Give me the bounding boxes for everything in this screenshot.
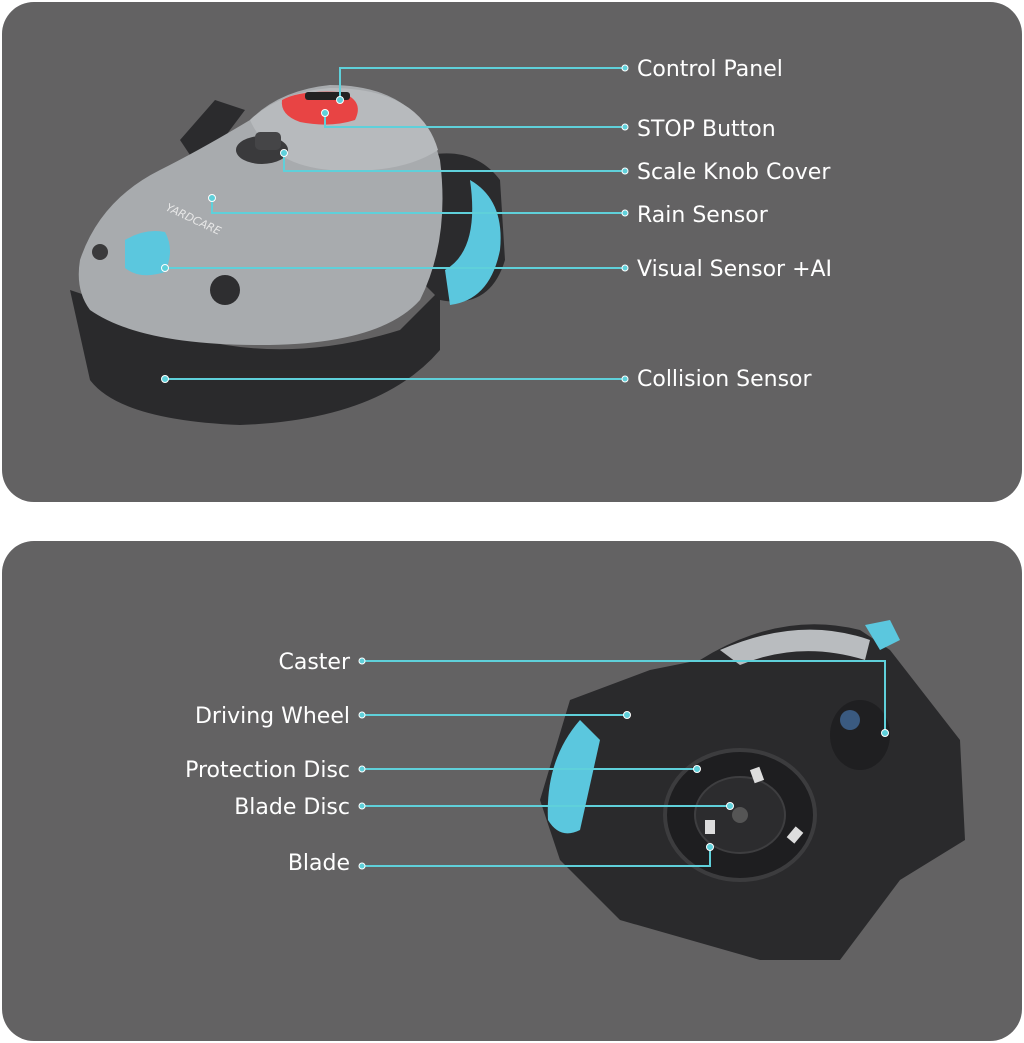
- callout-caster: Caster: [278, 650, 889, 737]
- callout-collision-sensor: Collision Sensor: [161, 367, 812, 392]
- label-stop-button: STOP Button: [637, 117, 776, 142]
- label-scale-knob-cover: Scale Knob Cover: [637, 160, 831, 185]
- label-control-panel: Control Panel: [637, 57, 783, 82]
- callout-scale-knob-cover: Scale Knob Cover: [280, 149, 831, 185]
- label-visual-sensor: Visual Sensor +AI: [637, 257, 832, 282]
- callout-driving-wheel: Driving Wheel: [195, 704, 631, 729]
- callout-rain-sensor: Rain Sensor: [208, 194, 769, 228]
- mower-top-illustration: YARDCARE: [70, 85, 505, 425]
- label-rain-sensor: Rain Sensor: [637, 203, 769, 228]
- callout-control-panel: Control Panel: [336, 57, 783, 104]
- mower-bottom-illustration: [540, 620, 965, 960]
- callout-protection-disc: Protection Disc: [185, 758, 701, 783]
- label-collision-sensor: Collision Sensor: [637, 367, 812, 392]
- callout-blade-disc: Blade Disc: [234, 795, 734, 820]
- callout-stop-button: STOP Button: [321, 109, 776, 142]
- label-caster: Caster: [278, 650, 350, 675]
- label-driving-wheel: Driving Wheel: [195, 704, 350, 729]
- label-protection-disc: Protection Disc: [185, 758, 350, 783]
- label-blade: Blade: [288, 851, 350, 876]
- label-blade-disc: Blade Disc: [234, 795, 350, 820]
- callout-visual-sensor: Visual Sensor +AI: [161, 257, 832, 282]
- callout-blade: Blade: [288, 843, 714, 876]
